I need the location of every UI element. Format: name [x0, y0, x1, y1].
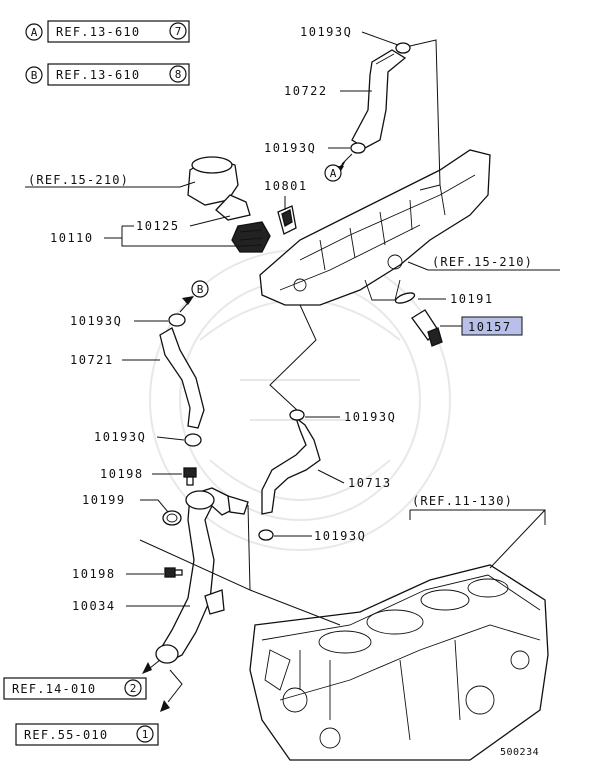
label-10801: 10801 [264, 179, 308, 193]
svg-text:REF.14-010: REF.14-010 [12, 682, 96, 696]
reference-labels: (REF.15-210) (REF.15-210) (REF.11-130) [28, 173, 533, 508]
label-10722: 10722 [284, 84, 328, 98]
marker-a: A [324, 164, 342, 182]
label-10199: 10199 [82, 493, 126, 507]
label-10713: 10713 [348, 476, 392, 490]
label-10193q-left: 10193Q [70, 314, 122, 328]
part-labels: 10193Q 10722 10193Q 10801 10125 10110 10… [50, 25, 523, 613]
arrow-to-b [179, 296, 194, 313]
water-pipe-10034 [155, 487, 249, 664]
label-10198-lower: 10198 [72, 567, 116, 581]
gasket-10191 [394, 292, 416, 304]
hose-10721 [159, 327, 205, 429]
svg-text:7: 7 [175, 25, 182, 38]
hose-10722 [351, 49, 407, 149]
arrow-down-ref-14 [142, 659, 161, 674]
sensor-10157 [411, 309, 443, 347]
o-ring-10199 [162, 510, 182, 526]
ref-15-210-left: (REF.15-210) [28, 173, 129, 187]
hose-clamp-10193q-lower [258, 529, 274, 541]
engine-block [249, 564, 549, 761]
ref-15-210-right: (REF.15-210) [432, 255, 533, 269]
ref-box-14-010: REF.14-010 2 [3, 677, 147, 700]
bolt-10198-upper [183, 467, 197, 486]
label-10193q-upper: 10193Q [264, 141, 316, 155]
svg-text:B: B [197, 283, 204, 296]
leader-lines [25, 31, 560, 626]
intake-manifold [259, 149, 491, 306]
svg-text:A: A [31, 26, 38, 39]
marker-b: B [191, 280, 209, 298]
hose-clamp-10193q-upper [350, 142, 366, 154]
label-10157: 10157 [468, 320, 512, 334]
ref-11-130: (REF.11-130) [412, 494, 513, 508]
svg-text:8: 8 [175, 68, 182, 81]
hose-clamp-10193q-top [395, 42, 411, 54]
label-10193q-mid-left: 10193Q [94, 430, 146, 444]
label-10198-upper: 10198 [100, 467, 144, 481]
label-10034: 10034 [72, 599, 116, 613]
hose-clamp-10193q-mid-left [184, 433, 202, 447]
hose-10713 [261, 416, 321, 515]
label-10125: 10125 [136, 219, 180, 233]
svg-text:REF.55-010: REF.55-010 [24, 728, 108, 742]
label-10721: 10721 [70, 353, 114, 367]
svg-text:REF.13-610: REF.13-610 [56, 25, 140, 39]
label-10157-highlight [461, 316, 523, 336]
label-10193q-lower: 10193Q [314, 529, 366, 543]
svg-text:A: A [330, 167, 337, 180]
label-10193q-mid-right: 10193Q [344, 410, 396, 424]
svg-text:B: B [31, 69, 38, 82]
arrow-down-ref-55 [160, 669, 183, 712]
bolt-10198-lower [164, 567, 183, 578]
callout-legend-b: B REF.13-610 8 [25, 63, 190, 86]
sensor-10801 [277, 205, 297, 235]
hose-clamp-10193q-left [168, 313, 186, 327]
svg-text:2: 2 [130, 682, 137, 695]
thermostat-housing [187, 156, 271, 253]
hose-clamp-10193q-mid-right [289, 409, 305, 421]
callout-legend-a: A REF.13-610 7 [25, 20, 190, 43]
label-10191: 10191 [450, 292, 494, 306]
label-10193q-top: 10193Q [300, 25, 352, 39]
figure-number: 500234 [500, 747, 539, 758]
label-10110: 10110 [50, 231, 94, 245]
ref-box-55-010: REF.55-010 1 [15, 723, 159, 746]
svg-text:1: 1 [142, 728, 149, 741]
svg-text:REF.13-610: REF.13-610 [56, 68, 140, 82]
